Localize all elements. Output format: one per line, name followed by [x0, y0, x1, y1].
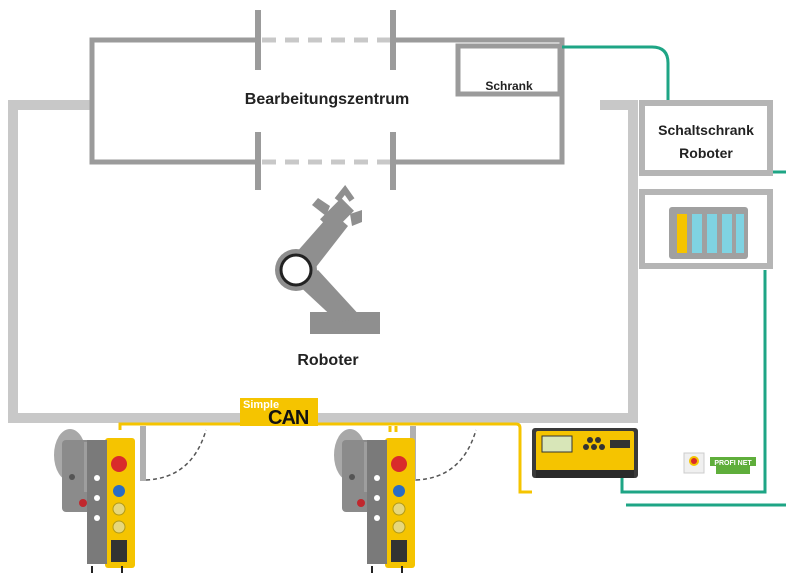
module-blue-1 — [692, 214, 702, 253]
module-blue-2 — [707, 214, 717, 253]
cabinet-small — [455, 43, 563, 97]
can-bus-name: CAN — [268, 407, 309, 429]
module-blue-3 — [722, 214, 732, 253]
machining-center — [89, 10, 565, 190]
emergency-stop-icon — [683, 452, 705, 474]
robot-cabinet — [639, 100, 773, 176]
can-bus-prefix: Simple — [243, 399, 279, 411]
safety-fence — [8, 100, 638, 423]
profinet-logo-text: PROFI NET — [714, 460, 752, 467]
can-bus-badge — [240, 398, 318, 426]
safety-door-2 — [410, 426, 477, 481]
safety-controller — [532, 428, 638, 478]
button-station-1 — [87, 438, 135, 573]
robot-cabinet-label-2: Roboter — [679, 145, 733, 161]
robot-cabinet-label-1: Schaltschrank — [658, 122, 754, 138]
machining-center-label: Bearbeitungszentrum — [245, 91, 409, 108]
button-station-2 — [367, 438, 415, 573]
robot-icon — [275, 184, 380, 334]
profinet-cables — [562, 45, 786, 507]
can-bus — [118, 422, 532, 494]
cabinet-small-label: Schrank — [485, 79, 533, 93]
profinet-logo: PROFI NET — [710, 457, 756, 474]
module-yellow — [677, 214, 687, 253]
module-blue-4 — [736, 214, 744, 253]
robot-label: Roboter — [297, 352, 358, 369]
safety-door-1 — [140, 426, 207, 481]
